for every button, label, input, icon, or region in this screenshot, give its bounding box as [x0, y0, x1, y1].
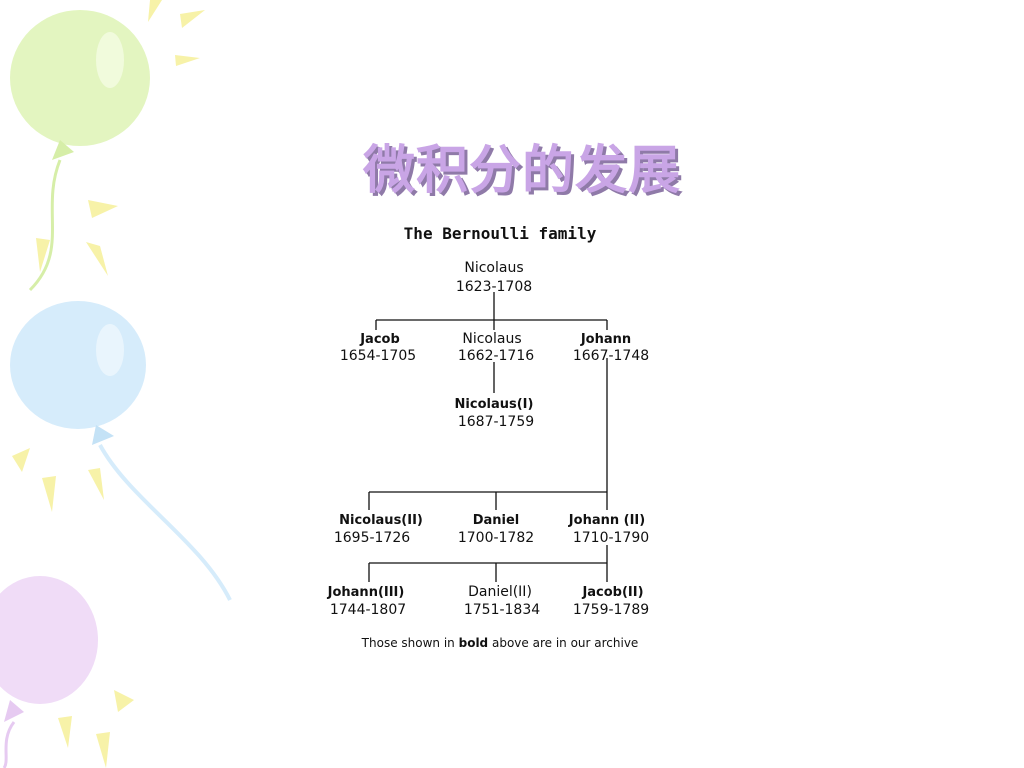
node-name: Johann (II)	[568, 513, 645, 528]
node-name: Daniel(II)	[468, 584, 532, 600]
tree-node-johann-ii: Johann (II) 1710-1790	[568, 513, 649, 546]
blue-balloon-icon	[10, 301, 232, 601]
tree-node-jacob: Jacob 1654-1705	[340, 332, 416, 364]
node-years: 1667-1748	[573, 348, 649, 364]
purple-balloon-icon	[0, 576, 98, 768]
node-name: Nicolaus(I)	[455, 397, 534, 412]
tree-node-johann: Johann 1667-1748	[573, 332, 649, 364]
node-name: Nicolaus(II)	[339, 513, 423, 528]
node-years: 1695-1726	[334, 530, 410, 546]
green-balloon-icon	[10, 10, 150, 292]
footnote-before: Those shown in	[361, 636, 455, 650]
tree-node-jacob-ii: Jacob(II) 1759-1789	[573, 585, 649, 618]
footnote-bold-word: bold	[459, 636, 489, 650]
node-name: Nicolaus	[462, 331, 521, 347]
node-name: Daniel	[473, 513, 520, 528]
node-years: 1744-1807	[330, 602, 406, 618]
tree-node-johann-iii: Johann(III) 1744-1807	[327, 585, 407, 618]
sun-ray-icons	[12, 0, 205, 768]
tree-footnote: Those shown in bold above are in our arc…	[361, 636, 639, 650]
node-years: 1623-1708	[456, 279, 532, 295]
node-years: 1654-1705	[340, 348, 416, 364]
node-name: Johann(III)	[327, 585, 405, 600]
node-name: Johann	[580, 332, 631, 347]
node-name: Jacob(II)	[581, 585, 643, 600]
slide-title: 微积分的发展	[362, 141, 681, 201]
tree-node-daniel-ii: Daniel(II) 1751-1834	[464, 584, 540, 618]
node-years: 1759-1789	[573, 602, 649, 618]
tree-heading: The Bernoulli family	[404, 224, 597, 243]
node-name: Nicolaus	[464, 260, 523, 276]
tree-node-nicolaus-i: Nicolaus(I) 1687-1759	[455, 397, 535, 430]
tree-node-root: Nicolaus 1623-1708	[456, 260, 532, 295]
tree-connectors	[368, 292, 608, 582]
node-years: 1687-1759	[458, 414, 534, 430]
tree-node-daniel: Daniel 1700-1782	[458, 513, 534, 546]
tree-node-nicolaus: Nicolaus 1662-1716	[458, 331, 534, 364]
node-years: 1751-1834	[464, 602, 540, 618]
node-years: 1662-1716	[458, 348, 534, 364]
tree-node-nicolaus-ii: Nicolaus(II) 1695-1726	[334, 513, 423, 546]
node-name: Jacob	[359, 332, 400, 347]
node-years: 1700-1782	[458, 530, 534, 546]
node-years: 1710-1790	[573, 530, 649, 546]
bernoulli-family-tree: The Bernoulli family Nicolaus 1623-1708 …	[327, 224, 650, 650]
footnote-after: above are in our archive	[492, 636, 638, 650]
